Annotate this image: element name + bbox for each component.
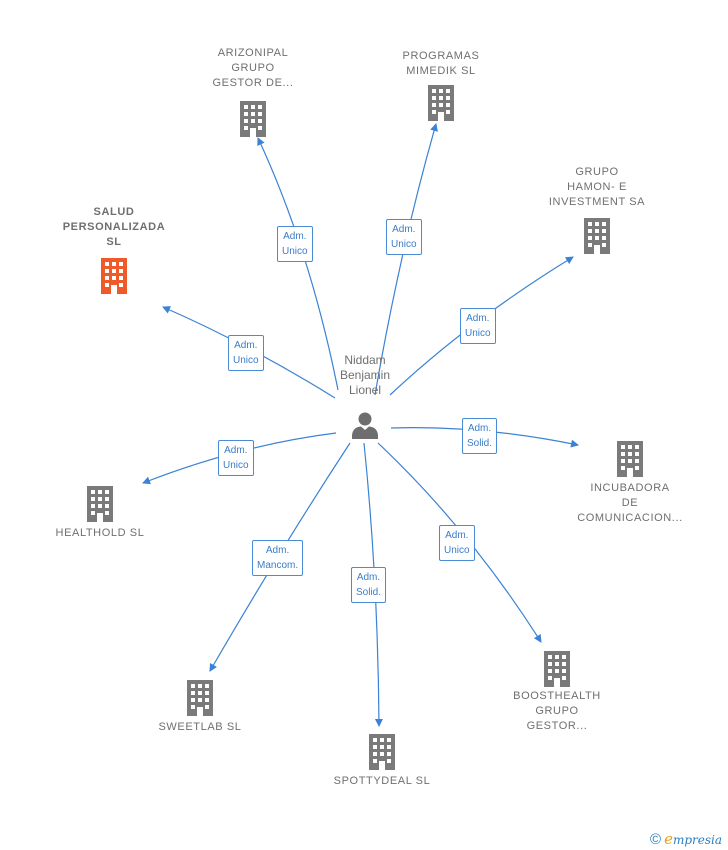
company-node-incubadora[interactable]: INCUBADORA DE COMUNICACION... — [570, 441, 690, 526]
edge-label-grupo-hamon: Adm. Unico — [460, 308, 496, 344]
building-icon — [240, 101, 266, 137]
company-name-line-3: GESTOR DE... — [212, 77, 294, 89]
company-name-line-1: PROGRAMAS — [402, 50, 480, 62]
edge-label-spottydeal: Adm. Solid. — [351, 567, 387, 603]
company-name-line-3: SL — [106, 236, 122, 248]
edge-label-line-2: Mancom. — [257, 560, 299, 571]
company-name-line-3: COMUNICACION... — [577, 512, 683, 524]
edge-label-line-1: Adm. — [224, 445, 248, 456]
company-name-line-1: BOOSTHEALTH — [513, 690, 601, 702]
building-icon — [544, 651, 570, 687]
edge-label-line-2: Unico — [282, 246, 308, 257]
building-icon — [617, 441, 643, 477]
building-icon — [101, 258, 127, 294]
person-name-line-3: Lionel — [348, 383, 382, 397]
edge-label-arizonipal: Adm. Unico — [277, 226, 313, 262]
company-name-line-2: PERSONALIZADA — [62, 221, 166, 233]
person-name-line-1: Niddam — [344, 353, 386, 367]
company-name-line-2: DE — [621, 497, 639, 509]
edge-label-line-2: Unico — [233, 355, 259, 366]
company-node-sweetlab[interactable]: SWEETLAB SL — [145, 680, 255, 735]
company-name-line-1: SWEETLAB SL — [158, 721, 242, 733]
edge-label-salud: Adm. Unico — [228, 335, 264, 371]
company-name-line-2: GRUPO — [231, 62, 275, 74]
building-icon — [87, 486, 113, 522]
company-name-line-1: HEALTHOLD SL — [55, 527, 145, 539]
edge-label-line-2: Solid. — [356, 587, 382, 598]
edge-label-line-1: Adm. — [265, 545, 290, 556]
company-name-line-1: INCUBADORA — [590, 482, 670, 494]
edge-label-line-1: Adm. — [466, 313, 490, 324]
edge-label-line-1: Adm. — [392, 224, 416, 235]
company-name-line-3: GESTOR... — [526, 720, 588, 732]
edge-label-healthold: Adm. Unico — [218, 440, 254, 476]
person-name-line-2: Benjamin — [339, 368, 391, 382]
company-name-line-1: ARIZONIPAL — [217, 47, 289, 59]
company-name-line-1: SALUD — [93, 206, 135, 218]
person-node[interactable]: Niddam Benjamin Lionel — [315, 353, 415, 440]
edge-label-line-2: Solid. — [467, 438, 493, 449]
building-icon — [187, 680, 213, 716]
edge-label-line-1: Adm. — [467, 423, 492, 434]
company-name-line-1: SPOTTYDEAL SL — [333, 775, 431, 787]
company-node-spottydeal[interactable]: SPOTTYDEAL SL — [327, 734, 437, 789]
edge-label-sweetlab: Adm. Mancom. — [252, 540, 304, 576]
edge-label-line-1: Adm. — [445, 530, 469, 541]
company-node-salud[interactable]: SALUD PERSONALIZADA SL — [54, 205, 174, 294]
company-name-line-2: GRUPO — [535, 705, 579, 717]
edge-label-line-2: Unico — [223, 460, 249, 471]
company-name-line-1: GRUPO — [575, 166, 619, 178]
company-node-arizonipal[interactable]: ARIZONIPAL GRUPO GESTOR DE... — [198, 46, 308, 137]
brand-logo[interactable]: ©empresia — [650, 830, 722, 848]
company-name-line-3: INVESTMENT SA — [548, 196, 646, 208]
brand-logo-text: mpresia — [672, 833, 723, 847]
building-icon — [584, 218, 610, 254]
company-name-line-2: HAMON- E — [567, 181, 627, 193]
edge-label-boosthealth: Adm. Unico — [439, 525, 475, 561]
edge-label-line-1: Adm. — [356, 572, 381, 583]
edge-label-line-1: Adm. — [283, 231, 307, 242]
person-icon — [352, 412, 378, 439]
company-name-line-2: MIMEDIK SL — [406, 65, 476, 77]
edge-label-incubadora: Adm. Solid. — [462, 418, 498, 454]
copyright-icon: © — [650, 831, 662, 848]
company-node-boosthealth[interactable]: BOOSTHEALTH GRUPO GESTOR... — [497, 651, 617, 734]
edge-label-line-2: Unico — [444, 545, 470, 556]
company-node-grupo-hamon[interactable]: GRUPO HAMON- E INVESTMENT SA — [537, 165, 657, 254]
edge-label-line-2: Unico — [391, 239, 417, 250]
company-node-programas[interactable]: PROGRAMAS MIMEDIK SL — [386, 49, 496, 121]
company-node-healthold[interactable]: HEALTHOLD SL — [45, 486, 155, 541]
edge-label-line-1: Adm. — [234, 340, 258, 351]
brand-logo-letter: e — [664, 830, 673, 848]
building-icon — [428, 85, 454, 121]
building-icon — [369, 734, 395, 770]
edge-label-programas: Adm. Unico — [386, 219, 422, 255]
edge-label-line-2: Unico — [465, 328, 491, 339]
